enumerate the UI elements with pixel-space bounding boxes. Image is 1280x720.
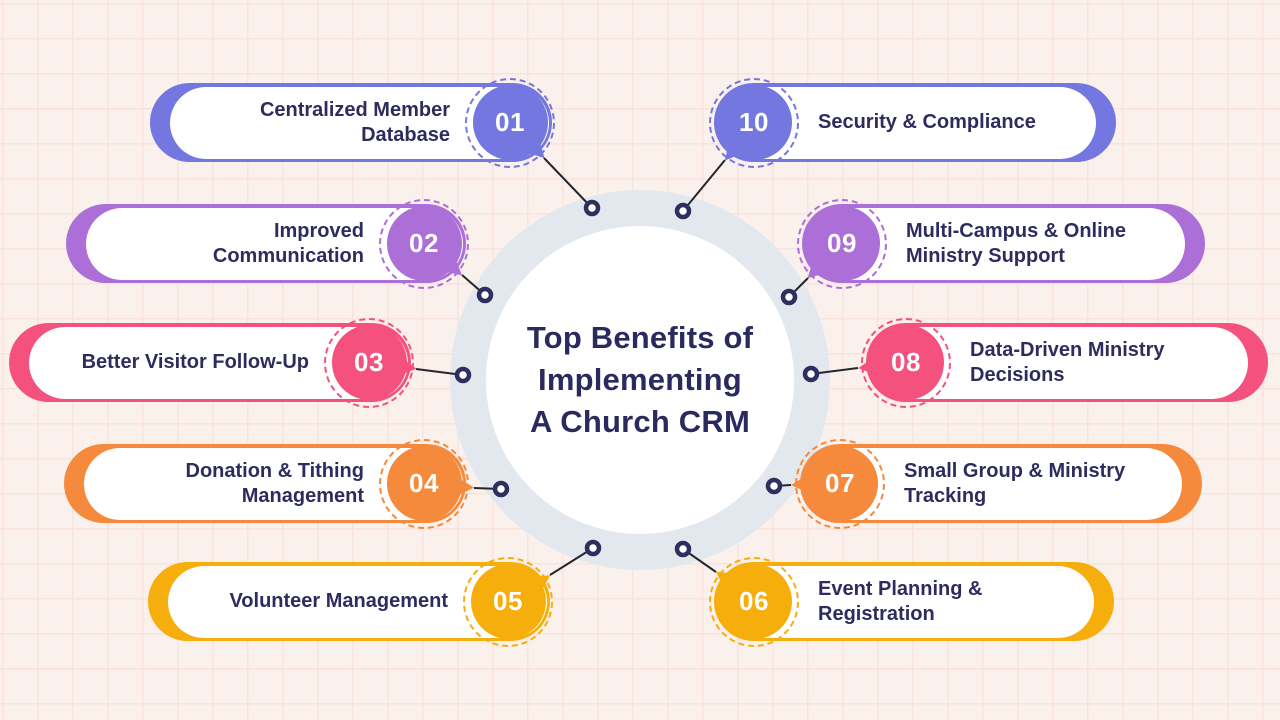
benefit-badge-07: 07	[795, 438, 885, 529]
benefit-number-08: 08	[868, 325, 944, 400]
benefit-label-01: Centralized Member Database	[259, 98, 450, 146]
benefit-pill-02: Improved Communication 02	[66, 198, 469, 289]
benefit-label-03: Better Visitor Follow-Up	[81, 351, 309, 373]
title-line-2: Implementing	[538, 362, 742, 397]
benefit-label-10: Security & Compliance	[818, 111, 1036, 133]
benefit-pill-05: Volunteer Management 05	[148, 556, 553, 647]
benefit-badge-08: 08	[861, 317, 951, 408]
badge-dashed-ring	[379, 198, 469, 289]
benefit-label-07: Small Group & Ministry Tracking	[904, 459, 1126, 507]
badge-dashed-ring	[709, 77, 799, 168]
center-circle	[486, 226, 794, 534]
title-line-1: Top Benefits of	[526, 320, 754, 355]
benefit-label-06: Event Planning & Registration	[818, 577, 983, 625]
badge-dashed-ring	[463, 556, 553, 647]
benefit-pill-09: Multi-Campus & Online Ministry Support 0…	[797, 198, 1205, 289]
benefit-badge-05: 05	[463, 556, 553, 647]
benefit-badge-02: 02	[379, 198, 469, 289]
title-line-3: A Church CRM	[530, 404, 750, 439]
benefit-number-09: 09	[804, 206, 880, 281]
benefit-badge-04: 04	[379, 438, 469, 529]
benefit-number-05: 05	[470, 564, 546, 639]
benefit-number-07: 07	[802, 446, 878, 521]
benefit-pill-06: Event Planning & Registration 06	[709, 556, 1114, 647]
badge-dashed-ring	[797, 198, 887, 289]
benefit-badge-10: 10	[709, 77, 799, 168]
benefit-label-05: Volunteer Management	[229, 590, 448, 612]
benefit-number-03: 03	[331, 325, 407, 400]
page-title: Top Benefits of Implementing A Church CR…	[450, 190, 830, 570]
benefit-pill-08: Data-Driven Ministry Decisions 08	[861, 317, 1268, 408]
benefit-label-04: Donation & Tithing Management	[185, 459, 365, 507]
benefit-badge-01: 01	[465, 77, 555, 168]
benefit-pill-10: Security & Compliance 10	[709, 77, 1116, 168]
benefit-number-10: 10	[716, 85, 792, 160]
benefit-pill-01: Centralized Member Database 01	[150, 77, 555, 168]
center-ring: Top Benefits of Implementing A Church CR…	[450, 190, 830, 570]
benefit-label-09: Multi-Campus & Online Ministry Support	[906, 219, 1126, 267]
benefit-pill-04: Donation & Tithing Management 04	[64, 438, 469, 529]
badge-dashed-ring	[709, 556, 799, 647]
benefit-pill-03: Better Visitor Follow-Up 03	[9, 317, 414, 408]
benefit-number-04: 04	[386, 446, 462, 521]
benefit-label-02: Improved Communication	[212, 219, 364, 267]
benefit-number-06: 06	[716, 564, 792, 639]
benefit-badge-06: 06	[709, 556, 799, 647]
benefit-number-01: 01	[472, 85, 548, 160]
benefit-pill-07: Small Group & Ministry Tracking 07	[795, 438, 1202, 529]
badge-dashed-ring	[465, 77, 555, 168]
benefit-badge-09: 09	[797, 198, 887, 289]
benefit-label-08: Data-Driven Ministry Decisions	[970, 338, 1165, 386]
benefit-badge-03: 03	[324, 317, 414, 408]
benefit-number-02: 02	[386, 206, 462, 281]
